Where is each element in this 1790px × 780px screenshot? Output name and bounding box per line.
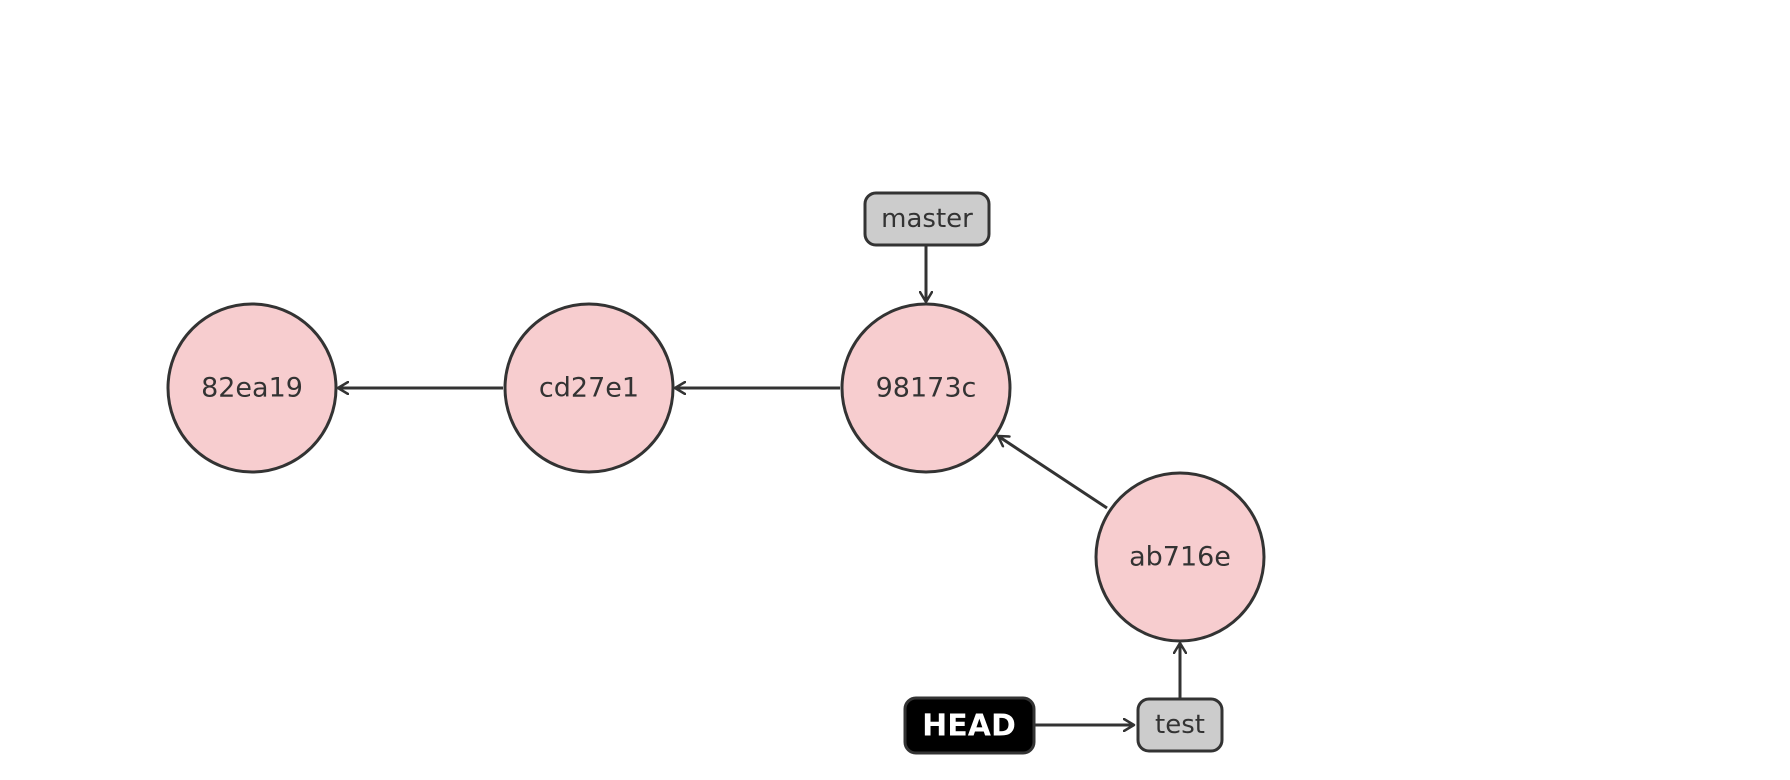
commit-node-98173c: 98173c <box>840 302 1012 474</box>
commit-label: ab716e <box>1129 542 1231 573</box>
branch-master: master <box>863 191 991 247</box>
branch-box <box>863 191 991 247</box>
head-box <box>903 696 1036 755</box>
commit-label: cd27e1 <box>539 373 639 404</box>
branch-box <box>1136 697 1224 753</box>
commit-node-cd27e1: cd27e1 <box>503 302 675 474</box>
commit-node-ab716e: ab716e <box>1094 471 1266 643</box>
head-ref: HEAD <box>903 696 1036 755</box>
commit-circle <box>1094 471 1266 643</box>
head-label: HEAD <box>922 709 1016 744</box>
commit-label: 98173c <box>876 373 977 404</box>
commit-label: 82ea19 <box>201 373 303 404</box>
branch-label: test <box>1155 710 1205 740</box>
branch-label: master <box>881 204 973 234</box>
commit-node-82ea19: 82ea19 <box>166 302 338 474</box>
commit-circle <box>840 302 1012 474</box>
parent-arrow-ab716e-98173c <box>998 434 1108 510</box>
commit-circle <box>166 302 338 474</box>
commit-circle <box>503 302 675 474</box>
branch-test: test <box>1136 697 1224 753</box>
